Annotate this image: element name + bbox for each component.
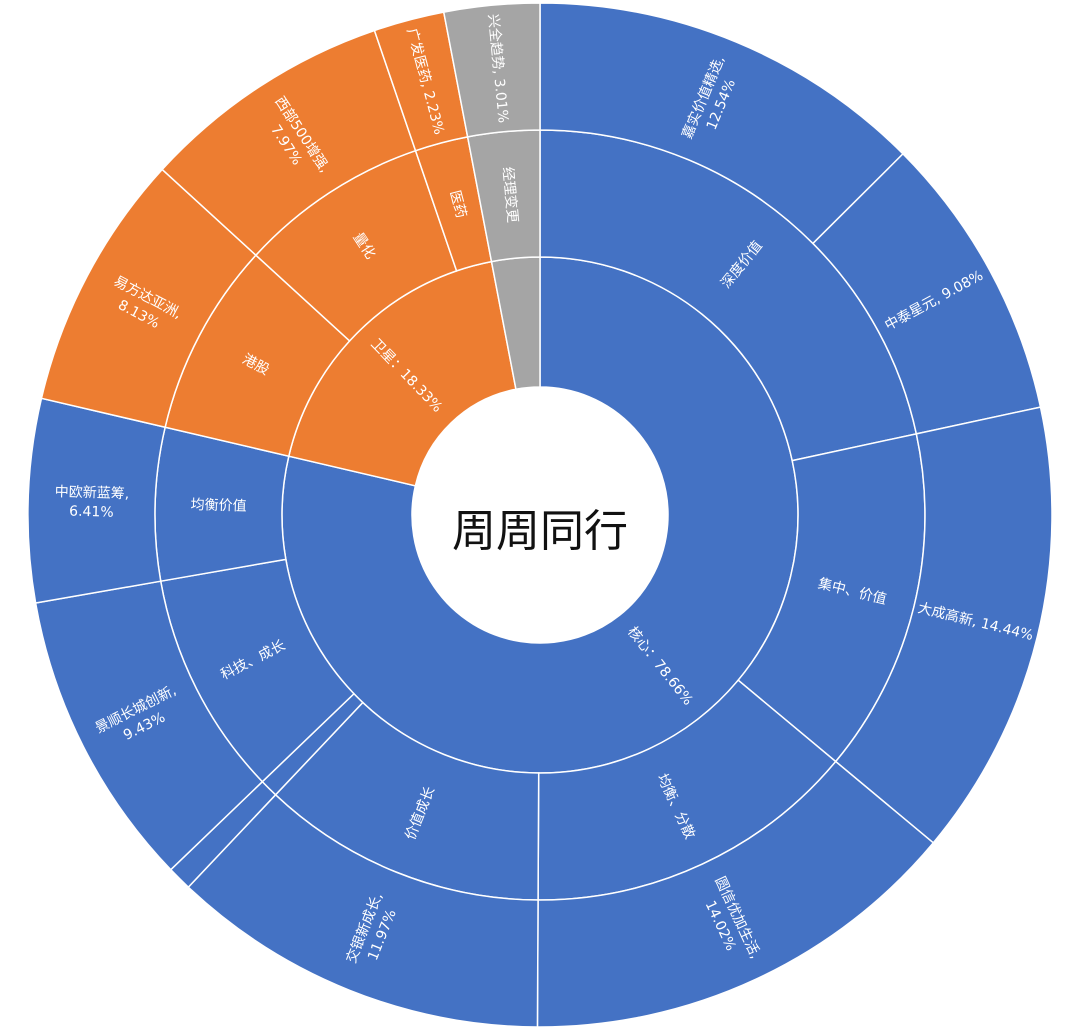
outer-ring-label-7-pct: 6.41%: [69, 504, 114, 521]
center-hole: [412, 387, 668, 643]
middle-ring-label-6: 均衡价值: [190, 497, 246, 515]
outer-ring-segment-11: [442, 2, 541, 138]
outer-ring-label-7-name: 中欧新蓝筹,: [55, 483, 130, 502]
middle-ring-label-9: 医药: [446, 189, 469, 220]
middle-ring-label-10: 经理变更: [499, 166, 520, 223]
outer-ring-label-7: 中欧新蓝筹, 6.41%: [54, 483, 129, 521]
chart-center-title: 周周同行: [452, 506, 628, 557]
